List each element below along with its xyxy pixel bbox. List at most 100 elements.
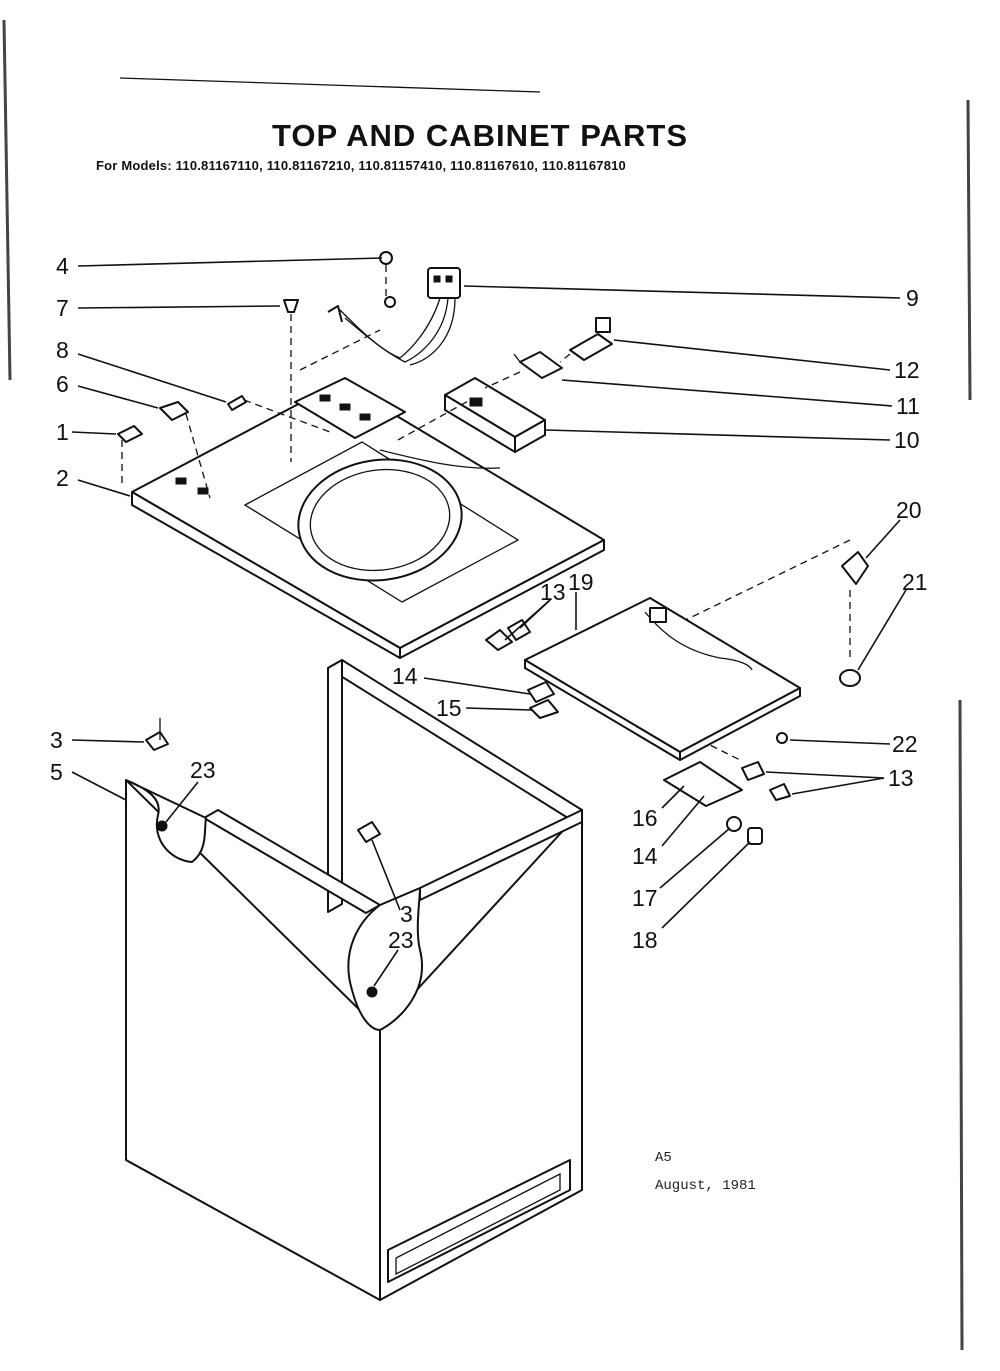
cabinet-rear-post — [327, 659, 343, 913]
console-slot — [339, 403, 351, 411]
dash-line — [484, 371, 521, 389]
callout-11: 11 — [896, 393, 920, 419]
harness-clip — [384, 296, 396, 308]
callout-5: 5 — [50, 759, 63, 785]
lid-switch — [513, 351, 563, 379]
screw-13 — [741, 761, 765, 781]
callout-13-left: 13 — [540, 579, 566, 605]
small-parts-upper — [117, 251, 393, 443]
cabinet-toe-kick — [387, 1159, 571, 1283]
hinge-14 — [527, 681, 555, 703]
leader-21 — [857, 589, 907, 671]
callout-7: 7 — [56, 295, 69, 321]
screw-22 — [776, 732, 788, 744]
hinge-16 — [663, 761, 743, 807]
screw-13 — [769, 783, 791, 801]
housing-slot — [469, 397, 483, 407]
lid-switch-housing — [444, 377, 546, 453]
leader-22 — [789, 739, 891, 745]
dash-line — [299, 329, 381, 371]
connector-pin — [433, 275, 441, 283]
rear-panel-assembly — [524, 597, 801, 761]
callout-22: 22 — [892, 731, 918, 757]
cap-18 — [747, 827, 763, 845]
bracket-15 — [529, 699, 559, 719]
harness-connector — [427, 267, 461, 299]
cabinet-corner-center — [347, 887, 423, 1031]
callout-13-right: 13 — [888, 765, 914, 791]
leader-3-left — [71, 739, 145, 743]
wire-harness — [339, 267, 461, 366]
leader-2 — [77, 479, 131, 497]
hinge-parts-right — [663, 732, 791, 845]
leader-13-right — [765, 771, 885, 779]
leader-13-left — [519, 599, 551, 629]
callout-12: 12 — [894, 357, 920, 383]
callout-14-right: 14 — [632, 843, 658, 869]
clip-23 — [366, 986, 378, 998]
leader-12 — [613, 339, 891, 371]
hinge-parts-left — [485, 619, 559, 719]
callout-19: 19 — [568, 569, 594, 595]
connector-pin — [445, 275, 453, 283]
washer-top-assembly — [131, 377, 605, 659]
leader-lines — [71, 257, 907, 987]
callout-3-center: 3 — [400, 901, 413, 927]
leader-15 — [465, 707, 533, 711]
leader-1 — [71, 431, 117, 435]
screw-8 — [227, 395, 247, 411]
callout-10: 10 — [894, 427, 920, 453]
callout-2: 2 — [56, 465, 69, 491]
screw-3 — [357, 821, 381, 843]
actuator-body — [569, 333, 613, 361]
lid-switch-wire — [379, 449, 501, 469]
nut-21 — [839, 669, 861, 687]
leader-16 — [661, 785, 685, 809]
callout-4: 4 — [56, 253, 69, 279]
callout-16: 16 — [632, 805, 658, 831]
rear-panel-clip — [649, 607, 667, 623]
page-code: A5 — [655, 1150, 672, 1166]
leader-11 — [561, 379, 893, 407]
housing-side — [514, 419, 546, 453]
leader-23-center — [373, 949, 399, 987]
model-numbers: For Models: 110.81167110, 110.81167210, … — [96, 158, 626, 173]
leader-4 — [77, 257, 383, 267]
switch-terminal — [513, 353, 521, 363]
console-slot — [319, 394, 331, 402]
callout-21: 21 — [902, 569, 928, 595]
harness-wire — [409, 297, 456, 366]
top-side-edge — [399, 539, 605, 659]
rear-panel-side — [679, 687, 801, 761]
dash-line — [559, 353, 571, 363]
leader-18 — [661, 841, 751, 929]
bumper-17 — [726, 816, 742, 832]
top-slot — [197, 487, 209, 495]
callout-17: 17 — [632, 885, 658, 911]
leader-14-left — [423, 677, 531, 695]
scan-edge-right-top — [966, 99, 972, 401]
dash-line — [243, 399, 331, 433]
lid-opening — [297, 458, 463, 582]
harness-wire — [339, 297, 441, 359]
scan-edge-left — [2, 19, 12, 381]
diagram-title: TOP AND CABINET PARTS — [272, 118, 688, 153]
screw-3 — [145, 731, 169, 751]
leader-14-right — [661, 795, 705, 847]
callout-18: 18 — [632, 927, 658, 953]
harness-terminal — [327, 305, 343, 323]
callout-3-left: 3 — [50, 727, 63, 753]
callout-23-left: 23 — [190, 757, 216, 783]
leader-13-right — [791, 777, 885, 795]
leader-6 — [77, 385, 159, 409]
dash-line — [185, 413, 211, 499]
explosion-lines — [121, 265, 851, 761]
lid-switch-actuator — [569, 317, 613, 361]
leader-10 — [545, 429, 891, 441]
leader-7 — [77, 305, 281, 309]
switch-body — [519, 351, 563, 379]
callout-labels: 4 7 8 6 1 2 9 12 11 10 20 21 13 19 14 15… — [50, 253, 928, 953]
harness-wire — [344, 297, 449, 363]
